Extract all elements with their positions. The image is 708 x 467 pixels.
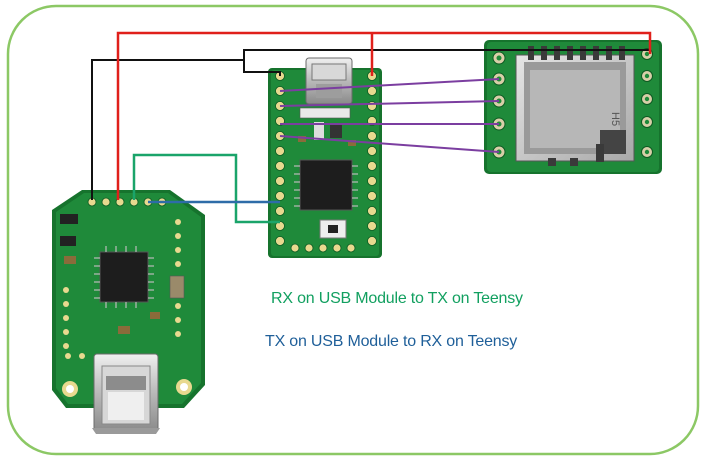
usb-module-chip — [94, 246, 154, 308]
teensy-right-pins — [367, 71, 377, 246]
usb-a-receptacle — [92, 353, 160, 434]
teensy-board — [268, 57, 382, 258]
usb-module-side-pads — [63, 219, 181, 359]
wire-vcc-red — [116, 31, 652, 200]
usb-module-passives — [60, 214, 185, 334]
rx-to-tx-note: RX on USB Module to TX on Teensy — [271, 290, 523, 307]
teensy-passives — [298, 107, 356, 146]
sd-card-socket — [515, 46, 635, 166]
wires-spi-purple — [279, 78, 500, 153]
wire-rx-green — [132, 153, 280, 224]
teensy-left-pins — [275, 71, 285, 246]
usb-host-module — [52, 190, 205, 434]
teensy-bottom-pins — [290, 243, 356, 253]
teensy-mcu-chip — [294, 159, 358, 211]
sd-module-marking: H5 — [609, 112, 621, 126]
teensy-reset-button — [319, 219, 347, 239]
wire-gnd-black-teensy — [243, 60, 281, 76]
tx-to-rx-note: TX on USB Module to RX on Teensy — [265, 333, 518, 350]
microsd-module: H5 — [484, 40, 662, 174]
teensy-usb-connector — [305, 57, 353, 105]
usb-module-mount-holes — [62, 379, 192, 397]
